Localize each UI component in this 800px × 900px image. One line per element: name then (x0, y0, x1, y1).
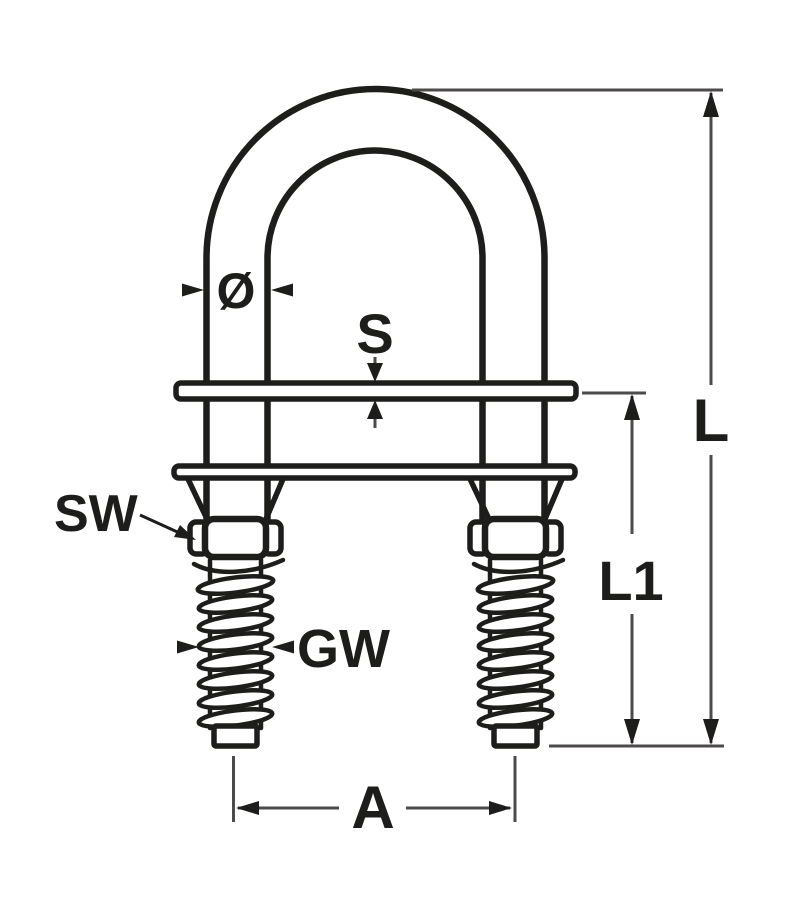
cone-edge (542, 476, 565, 522)
nut-thread-runout (471, 557, 566, 575)
arrowhead-down-icon (624, 719, 640, 745)
arrowhead-right-icon (177, 640, 199, 654)
nut-front-facet (481, 515, 550, 561)
dimension-rod-diameter: Ø (182, 263, 293, 319)
dimension-wrench-size: SW (54, 485, 196, 543)
arrowhead-down-icon (367, 363, 383, 382)
thread-ridge (196, 688, 275, 710)
thread-size-label: GW (297, 619, 390, 679)
arrowhead-leader-icon (174, 525, 196, 540)
shank-tip (211, 723, 260, 749)
thread-ridge (196, 612, 275, 634)
rod-diameter-label: Ø (217, 263, 256, 319)
dimension-thread-size: GW (177, 619, 390, 679)
nut-thread-runout (191, 557, 286, 575)
thread-ridge (196, 631, 275, 653)
dimension-plate-thickness: S (356, 302, 394, 428)
bottom-plate (171, 463, 578, 481)
thread-ridge (476, 593, 555, 615)
thread-ridge (196, 669, 275, 691)
thread-ridge (476, 669, 555, 691)
thread-ridge (476, 650, 555, 672)
thread-ridge (476, 631, 555, 653)
cone-edge (185, 476, 210, 522)
right-threaded-shank (475, 557, 556, 749)
dimension-leg-distance: A (232, 756, 517, 841)
top-plate (173, 380, 579, 402)
thread-ridge (476, 688, 555, 710)
left-hex-nut (187, 515, 286, 575)
arrowhead-right-icon (489, 801, 512, 815)
arrowhead-down-icon (703, 719, 719, 745)
arrowhead-up-icon (703, 91, 719, 117)
left-cone-washer (185, 476, 286, 522)
left-threaded-shank (195, 557, 276, 749)
thread-ridge (475, 573, 556, 597)
arrowhead-left-icon (271, 283, 293, 297)
arrowhead-right-icon (182, 283, 204, 297)
shank-tip (491, 723, 540, 749)
plate-thickness-label: S (356, 302, 393, 365)
dimension-overall-length: L (412, 88, 730, 745)
lower-length-label: L1 (598, 549, 663, 612)
thread-ridge (196, 593, 275, 615)
overall-length-label: L (693, 387, 730, 454)
u-bolt-body (171, 85, 579, 749)
arrowhead-up-icon (624, 394, 640, 420)
right-hex-nut (467, 515, 566, 575)
thread-ridge (476, 612, 555, 634)
wrench-size-label: SW (54, 485, 139, 543)
u-bolt-outer-contour (203, 85, 548, 524)
arrowhead-left-icon (272, 640, 294, 654)
nut-front-facet (201, 515, 270, 561)
thread-ridge (195, 573, 276, 597)
arrowhead-up-icon (367, 400, 383, 419)
right-cone-washer (467, 476, 565, 522)
arrowhead-left-icon (236, 801, 259, 815)
cone-edge (263, 476, 286, 522)
u-bolt-inner-contour (264, 147, 486, 524)
thread-ridge (196, 650, 275, 672)
leg-distance-label: A (351, 774, 394, 841)
cone-edge (467, 476, 492, 522)
dimension-lower-length: L1 (582, 391, 664, 745)
